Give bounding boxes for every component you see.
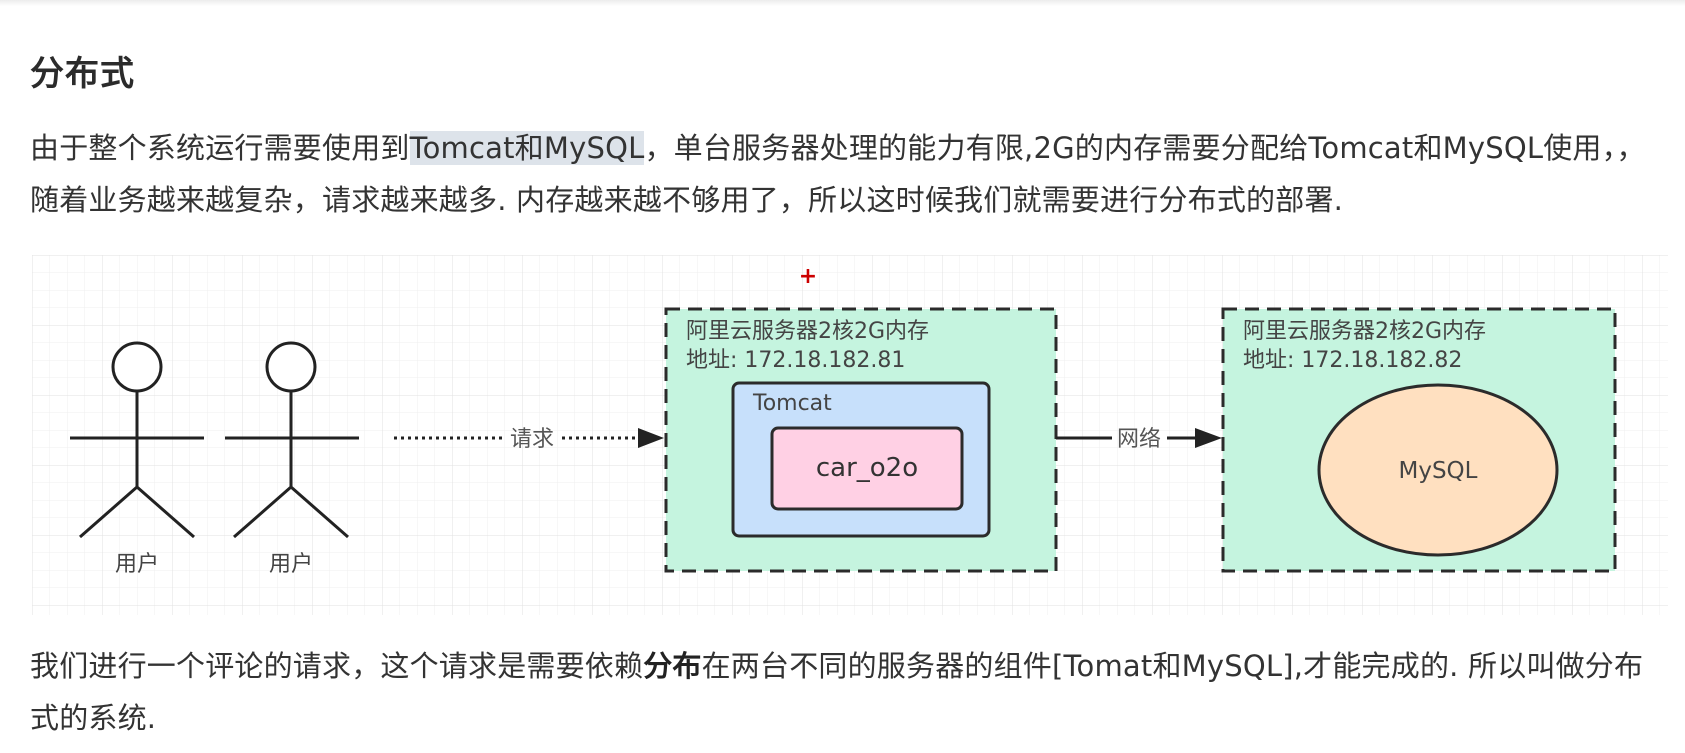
red-plus-marker: + [799, 264, 817, 289]
bold-term: 分布 [643, 649, 702, 683]
server-1-spec: 阿里云服务器2核2G内存 [686, 319, 929, 344]
tomcat-label: Tomcat [752, 391, 832, 416]
intro-text-end: ，单台服务器处理的能力有限,2G的内存需要分配给Tomcat和MySQL使用，，… [30, 131, 1646, 217]
section-heading: 分布式 [30, 54, 135, 94]
mysql-database [1317, 383, 1559, 557]
user-figure-2 [225, 341, 359, 539]
user-label-2: 用户 [269, 552, 313, 577]
conclusion-text-end: 在两台不同的服务器的组件[Tomat和MySQL],才能完成的. 所以叫做分布式… [30, 649, 1644, 735]
top-border [0, 0, 1685, 6]
app-car-o2o [770, 426, 964, 511]
distributed-architecture-diagram: + 用户 用户 请求 阿里云服务器2核2G内存 地址: 172.18.182.8… [32, 255, 1668, 615]
conclusion-text-start: 我们进行一个评论的请求，这个请求是需要依赖 [30, 649, 644, 683]
highlighted-text: Tomcat和MySQL [409, 131, 645, 165]
conclusion-paragraph: 我们进行一个评论的请求，这个请求是需要依赖分布在两台不同的服务器的组件[Toma… [30, 640, 1670, 744]
server-2-address: 地址: 172.18.182.82 [1243, 348, 1462, 373]
user-figure-1 [70, 341, 204, 539]
server-2-spec: 阿里云服务器2核2G内存 [1243, 319, 1486, 344]
request-label: 请求 [510, 427, 554, 452]
request-arrow [394, 428, 664, 448]
server-1-address: 地址: 172.18.182.81 [686, 348, 905, 373]
network-arrow [1056, 428, 1222, 448]
mysql-label: MySQL [1399, 458, 1478, 484]
intro-paragraph: 由于整个系统运行需要使用到Tomcat和MySQL，单台服务器处理的能力有限,2… [30, 122, 1670, 226]
intro-text-start: 由于整个系统运行需要使用到 [30, 131, 410, 165]
network-label: 网络 [1117, 427, 1161, 452]
app-label: car_o2o [816, 453, 918, 483]
user-label-1: 用户 [115, 552, 159, 577]
